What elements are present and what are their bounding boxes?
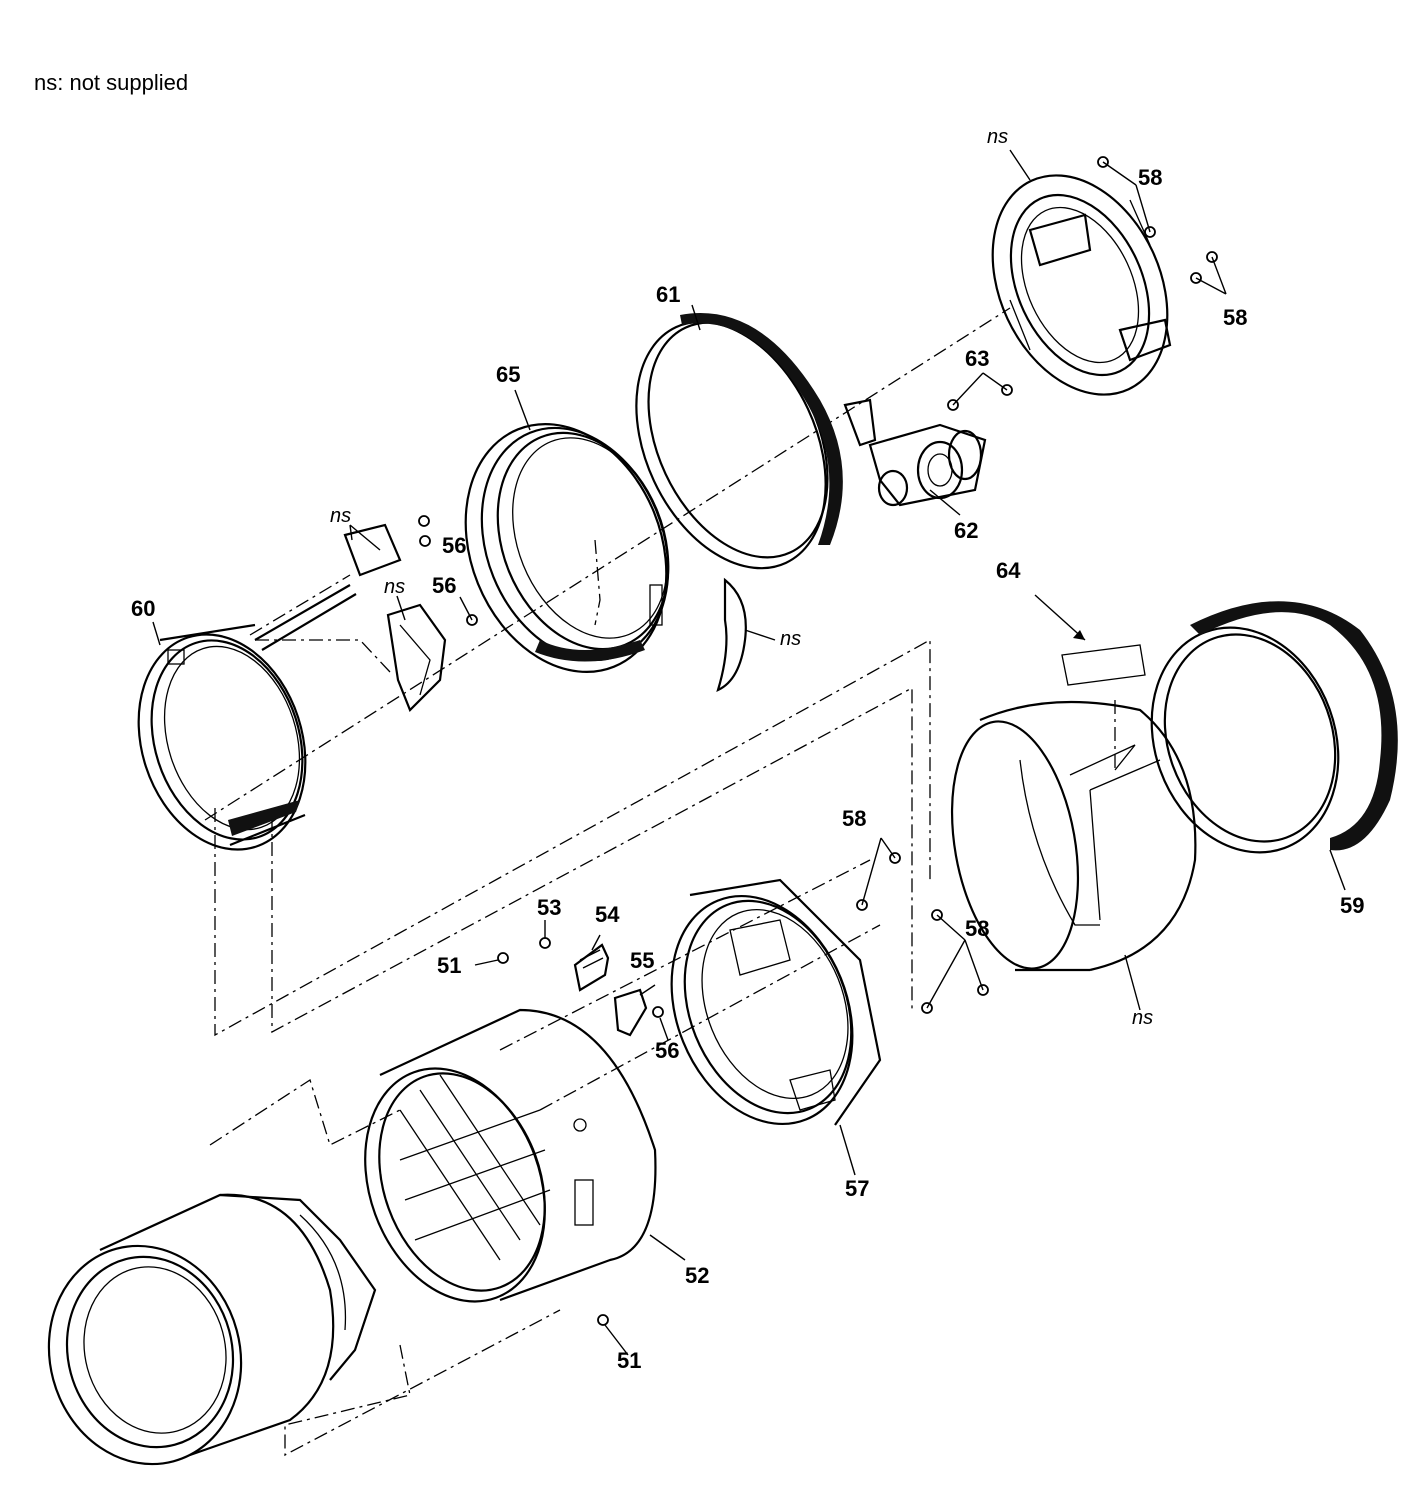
label-sheet-64 xyxy=(1061,644,1146,686)
callout-58-lower: 58 xyxy=(965,916,989,941)
front-lens-element xyxy=(47,1193,377,1466)
screw-56-lower xyxy=(652,1006,664,1018)
callout-53: 53 xyxy=(537,895,561,920)
callout-labels: 58 58 61 63 65 62 56 56 64 60 58 59 53 5… xyxy=(131,165,1364,1373)
callout-63: 63 xyxy=(965,346,989,371)
ns-label-bracket: ns xyxy=(384,576,405,598)
screw-56-2 xyxy=(419,535,431,547)
part-59-grip-ring xyxy=(1150,601,1398,854)
callout-58-mid: 58 xyxy=(842,806,866,831)
assembly-guide-lines xyxy=(204,307,1116,1457)
callout-59: 59 xyxy=(1340,893,1364,918)
callout-55: 55 xyxy=(630,948,654,973)
screws xyxy=(418,156,1218,1326)
callout-65: 65 xyxy=(496,362,520,387)
callout-51-bottom: 51 xyxy=(617,1348,641,1373)
part-62-motor xyxy=(843,398,987,507)
part-60-ring xyxy=(137,623,307,851)
bracket-assembly-ns xyxy=(254,523,447,712)
part-55-plate xyxy=(613,988,648,1037)
callout-58-top: 58 xyxy=(1138,165,1162,190)
part-57-ring xyxy=(670,878,882,1126)
part-54-contact xyxy=(573,943,610,992)
callout-62: 62 xyxy=(954,518,978,543)
screw-53 xyxy=(539,937,551,949)
screw-51-bottom xyxy=(597,1314,609,1326)
screw-51-top xyxy=(497,952,509,964)
flex-sheet-ns xyxy=(716,577,747,693)
legend-note: ns: not supplied xyxy=(34,70,189,95)
ns-label-bracket-top: ns xyxy=(330,505,351,527)
mount-plate-ns xyxy=(991,174,1172,396)
callout-57: 57 xyxy=(845,1176,869,1201)
callout-58-right: 58 xyxy=(1223,305,1247,330)
screw-56-1 xyxy=(418,515,430,527)
callout-52: 52 xyxy=(685,1263,709,1288)
callout-64: 64 xyxy=(996,558,1021,583)
callout-54: 54 xyxy=(595,902,620,927)
callout-56-lower: 56 xyxy=(655,1038,679,1063)
callout-51-top: 51 xyxy=(437,953,461,978)
callout-60: 60 xyxy=(131,596,155,621)
callout-61: 61 xyxy=(656,282,680,307)
ns-label-cylinder: ns xyxy=(1132,1007,1153,1029)
ns-label-mount: ns xyxy=(987,126,1008,148)
part-65-gear-ring xyxy=(464,422,670,674)
callout-56-mid: 56 xyxy=(432,573,456,598)
part-61-band-ring xyxy=(635,313,843,570)
callout-56-upper: 56 xyxy=(442,533,466,558)
transparent-cylinder-ns xyxy=(950,700,1197,972)
ns-labels: ns ns ns ns ns xyxy=(330,126,1153,1029)
leader-lines xyxy=(152,149,1346,1356)
ns-label-sheet: ns xyxy=(780,628,801,650)
part-52-barrel xyxy=(364,1008,657,1303)
